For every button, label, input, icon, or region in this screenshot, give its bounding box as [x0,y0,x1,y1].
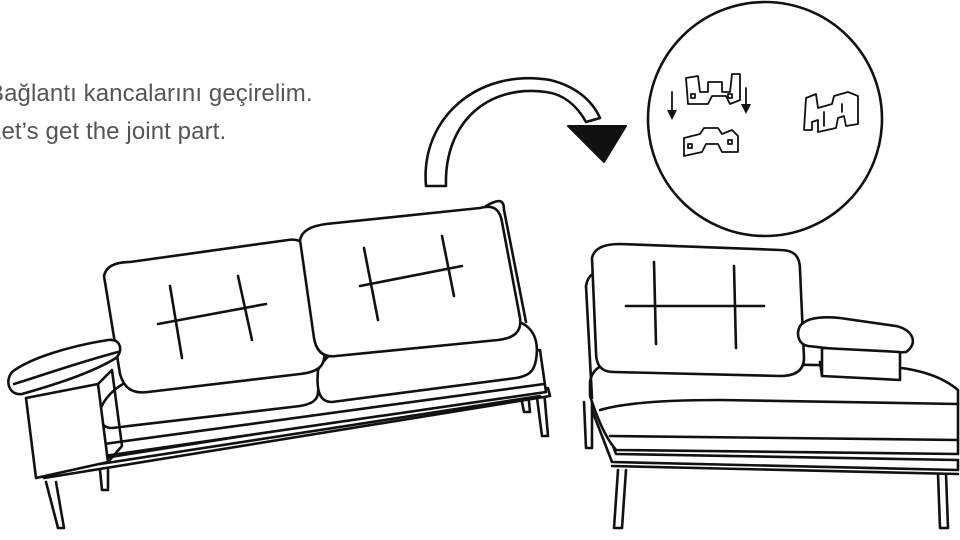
down-arrow-right-icon [741,88,751,114]
joint-hook-lower-icon [684,128,738,156]
left-sofa-module [8,201,550,528]
curved-arrow-icon [426,78,626,186]
joint-hook-assembled-icon [804,92,858,132]
down-arrow-left-icon [667,92,677,120]
right-chaise-module [584,244,958,528]
joint-hook-upper-icon [686,74,740,104]
magnified-hook-detail [648,2,882,236]
